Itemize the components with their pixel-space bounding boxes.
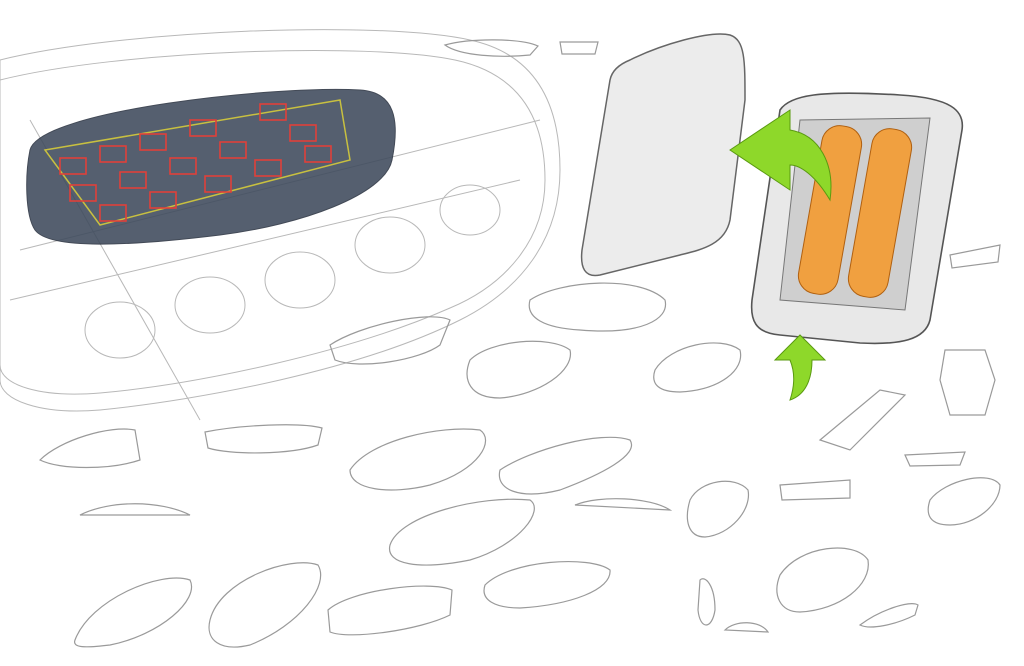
arrow-icon (729, 109, 832, 202)
wireframe-remote-housing (0, 29, 561, 421)
battery-cover (580, 33, 746, 277)
concept-sketches (38, 39, 1001, 648)
arrow-icon (773, 334, 827, 401)
battery (797, 125, 863, 295)
keypad-module (26, 88, 396, 245)
battery (847, 128, 913, 298)
